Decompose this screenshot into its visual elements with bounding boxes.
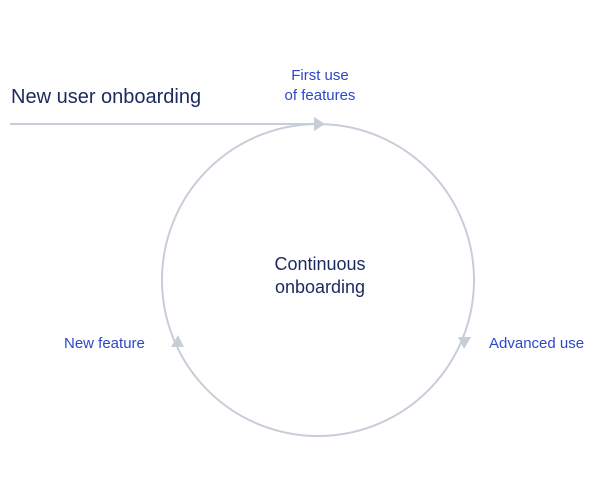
center-label-line2: onboarding: [274, 277, 366, 298]
first-use-line1: First use: [291, 67, 349, 84]
entry-label: New user onboarding: [11, 86, 202, 108]
new-feature-arrowhead: [171, 335, 184, 347]
center-label-line1: Continuous: [274, 254, 366, 274]
center-label: Continuous onboarding: [200, 253, 440, 300]
first-use-line2: of features: [284, 86, 356, 104]
stage-label-first-use: First use of features: [240, 66, 400, 105]
advanced-use-arrowhead: [458, 337, 471, 349]
stage-label-advanced-use: Advanced use: [489, 335, 585, 352]
stage-label-new-feature: New feature: [64, 335, 145, 352]
cycle-circle: [161, 123, 475, 437]
